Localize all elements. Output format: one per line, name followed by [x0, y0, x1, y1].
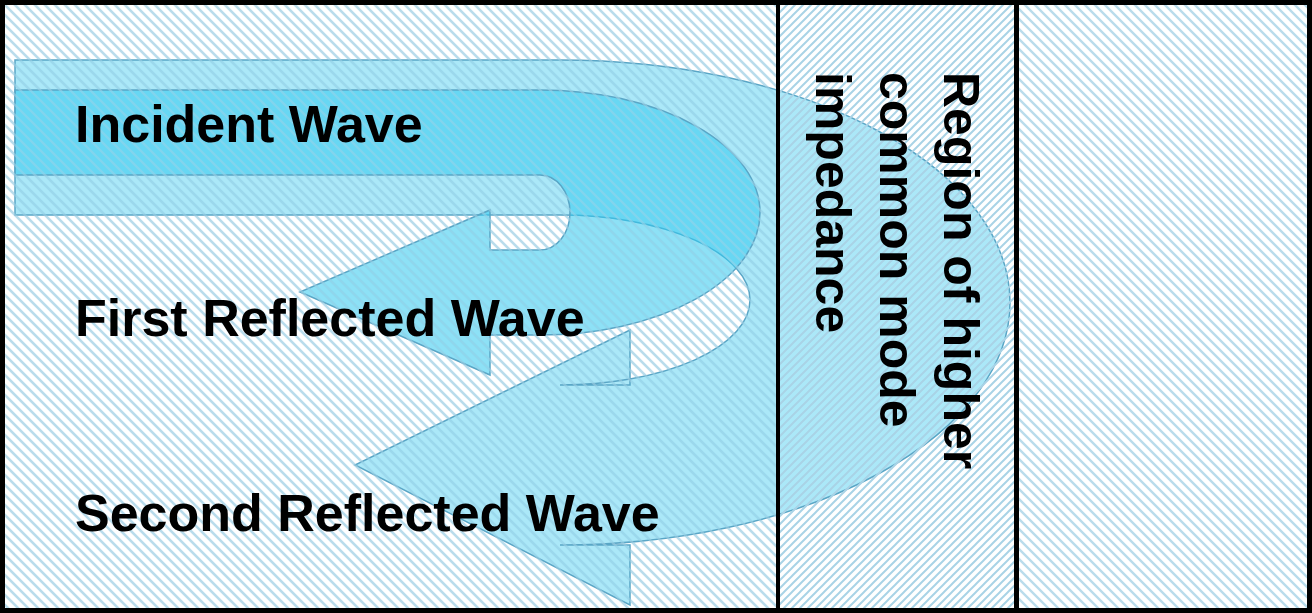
- wave-label-holder: Second Reflected Wave: [75, 487, 660, 539]
- wave-label-holder: Incident Wave: [75, 98, 423, 150]
- impedance-band: Region of higher common mode impedance: [776, 0, 1019, 613]
- wave-label: Second Reflected Wave: [75, 484, 660, 542]
- wave-label: Incident Wave: [75, 95, 423, 153]
- band-label: Region of higher common mode impedance: [801, 72, 993, 542]
- left-hatch-overlay: [0, 0, 778, 613]
- wave-label-holder: First Reflected Wave: [75, 292, 585, 344]
- right-region-hatch: [1017, 0, 1312, 613]
- band-hatch: [778, 0, 1017, 613]
- wave-label: First Reflected Wave: [75, 289, 585, 347]
- left-region-hatch: [0, 0, 778, 613]
- outer-frame: [3, 3, 1310, 611]
